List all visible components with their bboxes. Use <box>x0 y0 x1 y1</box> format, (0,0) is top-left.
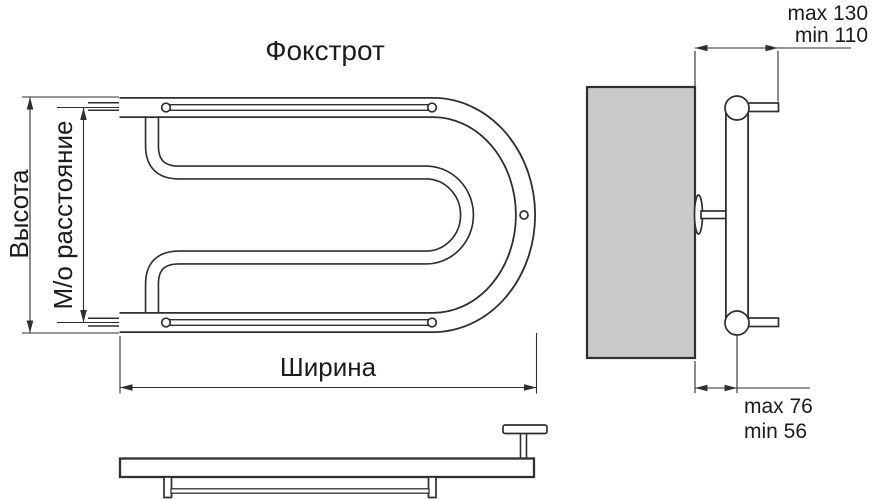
bottom-rail-rod <box>160 317 438 328</box>
top-offset-min-label: min 110 <box>795 24 868 47</box>
bottom-view <box>118 424 548 499</box>
top-offset-max-label: max 130 <box>787 2 868 25</box>
rod-post-left <box>163 476 173 499</box>
bottom-offset-max-label: max 76 <box>744 395 813 418</box>
side-view: max 130 min 110 max 76 min 56 <box>585 2 868 443</box>
width-label: Ширина <box>280 352 377 382</box>
rod-end-cap <box>426 102 438 113</box>
side-bend-bottom <box>724 310 750 336</box>
serpentine-tube-inner <box>146 112 473 318</box>
bottom-view-rod <box>170 488 430 494</box>
dimension-bottom-offset: max 76 min 56 <box>694 335 813 443</box>
bend-hole <box>519 210 529 220</box>
bracket-plate <box>502 424 548 435</box>
axial-distance-label: М/о расстояние <box>48 121 78 310</box>
side-bend-top <box>724 95 750 121</box>
wall-bracket-arm <box>700 210 728 220</box>
side-stub-bottom <box>747 317 780 328</box>
dimension-axial-distance: М/о расстояние <box>48 106 119 324</box>
wall <box>585 85 697 360</box>
dimension-height: Высота <box>4 96 119 334</box>
wall-stub-top <box>88 101 119 112</box>
serpentine-tube-outline <box>144 112 475 318</box>
dimension-width: Ширина <box>119 333 538 394</box>
height-label: Высота <box>4 169 34 259</box>
side-stub-top <box>747 102 780 113</box>
front-view: Фокстрот <box>4 35 538 394</box>
rod-end-cap <box>160 317 172 328</box>
top-rail-rod <box>160 102 438 113</box>
dimension-top-offset: max 130 min 110 <box>694 2 868 102</box>
bottom-view-rail <box>118 457 536 479</box>
rod-end-cap <box>426 317 438 328</box>
product-title: Фокстрот <box>265 35 385 66</box>
rod-post-right <box>427 476 437 499</box>
bottom-offset-min-label: min 56 <box>744 420 807 443</box>
wall-stub-bottom <box>88 317 119 327</box>
bottom-view-bracket <box>502 424 548 460</box>
rod-end-cap <box>160 102 172 113</box>
